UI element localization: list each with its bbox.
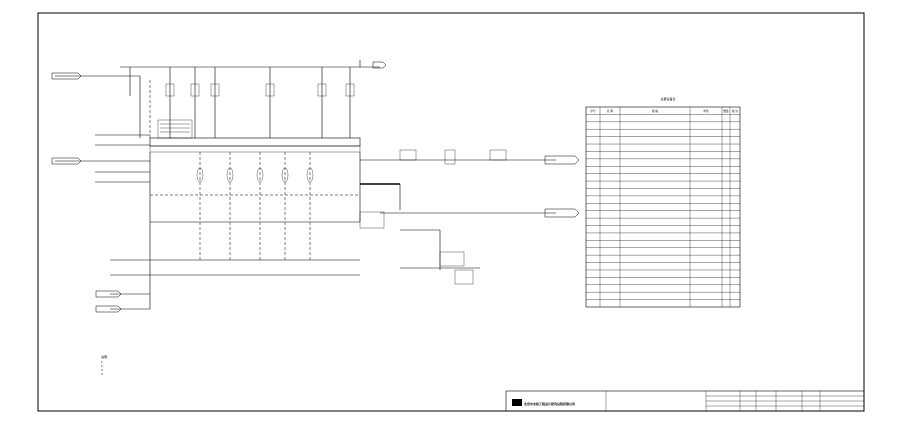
note-line: 1. [101,360,104,364]
diffuser [196,167,204,183]
table-header-cell: 规 格 [652,109,658,113]
top-air-line [120,60,387,96]
table-header-cell: 数量 [723,109,729,113]
diffuser [281,167,289,183]
note-line: 3. [101,368,104,372]
table-title: 主要设备表 [660,96,675,101]
sheet-border [37,12,865,412]
left-inlet-lines [51,72,151,183]
right-process-line [359,149,580,285]
note-line: 2. [101,364,104,368]
bottom-distribution [95,222,360,313]
notes-heading: 说明： [101,354,110,359]
diffuser [306,167,314,183]
table-header-cell: 序号 [590,109,596,113]
company-logo [512,399,522,406]
diffuser [226,167,234,183]
table-header-cell: 备 注 [732,109,738,113]
diffuser [256,167,264,183]
note-line: 4. [101,372,104,376]
table-header-cell: 名 称 [607,109,613,113]
company-name: 北京市市政工程设计研究总院有限公司 [524,401,575,406]
notes: 说明： 1. 2. 3. 4. [101,354,110,376]
equipment-table: 主要设备表 序号 名 称 规 格 单位 数量备 注 [585,96,741,308]
table-header-cell: 单位 [703,109,709,113]
vertical-drops [165,83,355,260]
main-header-pipe [149,119,361,153]
title-block: 北京市市政工程设计研究总院有限公司 [505,390,865,412]
tank-outline [149,152,361,223]
